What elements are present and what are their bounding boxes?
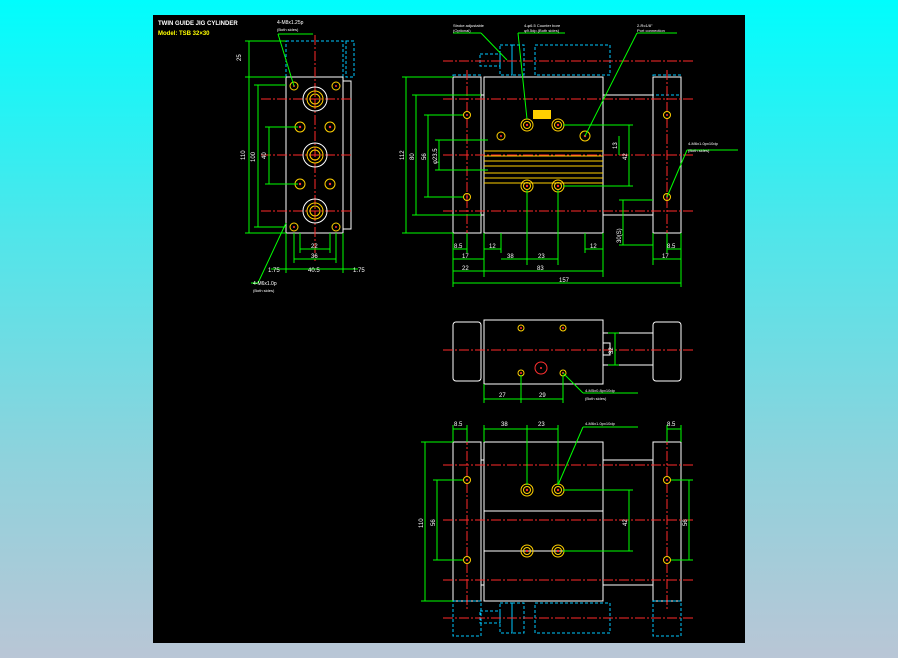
side-dim-1-75-right: 1.75 (353, 268, 365, 274)
model-label: Model: TSB 32×30 (158, 31, 210, 37)
bottom-dim-38: 38 (501, 422, 508, 428)
side-hidden-rod (345, 40, 355, 78)
front-dim-23-5: φ23.5 (433, 148, 439, 164)
front-hole-centers (466, 114, 668, 198)
side-dim-25: 25 (237, 54, 243, 61)
side-dim-22: 22 (311, 244, 318, 250)
front-dim-12-left: 12 (489, 244, 496, 250)
top-callout-sub: (Both sides) (585, 396, 607, 401)
bottom-callout: 4-M6x1.0px10dp (585, 421, 616, 426)
bottom-body (483, 441, 604, 602)
bottom-hole-centers (466, 479, 668, 561)
bottom-dim-110: 110 (419, 518, 425, 528)
front-dim-17-right: 17 (662, 254, 669, 260)
front-dim-23: 23 (538, 254, 545, 260)
side-hole-centers (293, 85, 337, 228)
top-end-plate-right (652, 321, 682, 382)
side-dimension-lines (245, 33, 358, 284)
side-dim-40-5: 40.5 (308, 268, 320, 274)
front-dim-38: 38 (507, 254, 514, 260)
side-dim-100: 100 (251, 151, 257, 162)
top-dim-29: 29 (539, 393, 546, 399)
side-bore-bottom (302, 198, 328, 224)
top-body (483, 319, 604, 385)
bottom-view: 8.5 38 23 8.5 110 56 42 56 4-M6x1.0px10d… (419, 421, 693, 637)
front-hidden-nut-1 (499, 44, 513, 76)
side-dim-40: 40 (262, 152, 268, 159)
front-callout-holes: 4-φ6.5 Counter bore (524, 23, 561, 28)
front-dim-8-5-right: 8.5 (667, 244, 676, 250)
front-callout-stroke-sub: (Optional) (453, 28, 471, 33)
side-dim-1-75-left: 1.75 (268, 268, 280, 274)
bottom-dim-42: 42 (623, 519, 629, 526)
front-callout-right: 4-M6x1.0px10dp (688, 141, 719, 146)
side-dim-110: 110 (241, 150, 247, 160)
front-callout-stroke: Stroke adjustable (453, 23, 485, 28)
front-guide-rods (484, 150, 603, 184)
front-dim-22: 22 (462, 266, 469, 272)
top-dim-32: 32 (609, 347, 615, 354)
front-dim-80: 80 (410, 153, 416, 160)
front-callout-port-sub: Port connection (637, 28, 665, 33)
bottom-dim-8-5-left: 8.5 (454, 422, 463, 428)
bottom-dim-56-right: 56 (683, 519, 689, 526)
side-callout-top: 4-M8x1.25p (277, 20, 304, 26)
bottom-dim-8-5-right: 8.5 (667, 422, 676, 428)
front-dim-17-left: 17 (462, 254, 469, 260)
front-callout-right-sub: (Both sides) (688, 148, 710, 153)
side-dim-36: 36 (311, 254, 318, 260)
front-dim-56: 56 (422, 153, 428, 160)
technical-drawing: TWIN GUIDE JIG CYLINDER Model: TSB 32×30 (158, 20, 738, 637)
top-view: 32 27 29 4-M5x0.8px10dp (Both sides) (443, 319, 693, 403)
top-hole-centers (520, 327, 564, 374)
bottom-dim-56-left: 56 (431, 519, 437, 526)
front-dim-12-right: 12 (590, 244, 597, 250)
front-view: 112 80 56 φ23.5 42 13 30(S) 8.5 17 22 12… (400, 23, 738, 287)
top-rod-end (602, 342, 611, 356)
front-dimension-lines (402, 32, 738, 287)
drawing-canvas: TWIN GUIDE JIG CYLINDER Model: TSB 32×30 (153, 15, 745, 643)
bottom-hidden-adjuster (479, 610, 501, 624)
front-callout-port: 2-Rc1/8" (637, 23, 653, 28)
front-dim-13: 13 (613, 142, 619, 149)
top-dim-27: 27 (499, 393, 506, 399)
top-end-plate-left (452, 321, 482, 382)
side-callout-bottom: 4-M6x1.0p (253, 281, 277, 287)
front-centerlines (443, 60, 693, 240)
side-callout-bottom-sub: (Both sides) (253, 288, 275, 293)
top-port (534, 361, 548, 375)
front-dim-157: 157 (559, 278, 570, 284)
side-bore-top (302, 86, 328, 112)
front-hidden-rod (534, 44, 611, 76)
drawing-title: TWIN GUIDE JIG CYLINDER (158, 21, 238, 27)
bottom-centerlines (443, 435, 693, 619)
bottom-dim-23: 23 (538, 422, 545, 428)
top-callout: 4-M5x0.8px10dp (585, 388, 616, 393)
front-dim-42: 42 (623, 153, 629, 160)
front-dim-83: 83 (537, 266, 544, 272)
bottom-slide-slot (483, 510, 604, 552)
front-callout-holes-sub: φ9.5dp.(Both sides) (524, 28, 560, 33)
front-dim-30s: 30(S) (617, 228, 623, 243)
bottom-dimension-lines (421, 425, 693, 602)
side-view: 25 110 100 40 22 36 40.5 1.75 1.75 4-M8x… (237, 20, 365, 293)
front-dim-8-5-left: 8.5 (454, 244, 463, 250)
front-nameplate (533, 110, 551, 119)
front-hidden-nut-2 (511, 44, 525, 76)
top-dimension-lines (483, 332, 638, 403)
front-hidden-adjuster-left (479, 53, 501, 67)
front-dim-112: 112 (400, 150, 406, 160)
side-callout-top-sub: (Both sides) (277, 27, 299, 32)
side-bore-middle (302, 142, 328, 168)
